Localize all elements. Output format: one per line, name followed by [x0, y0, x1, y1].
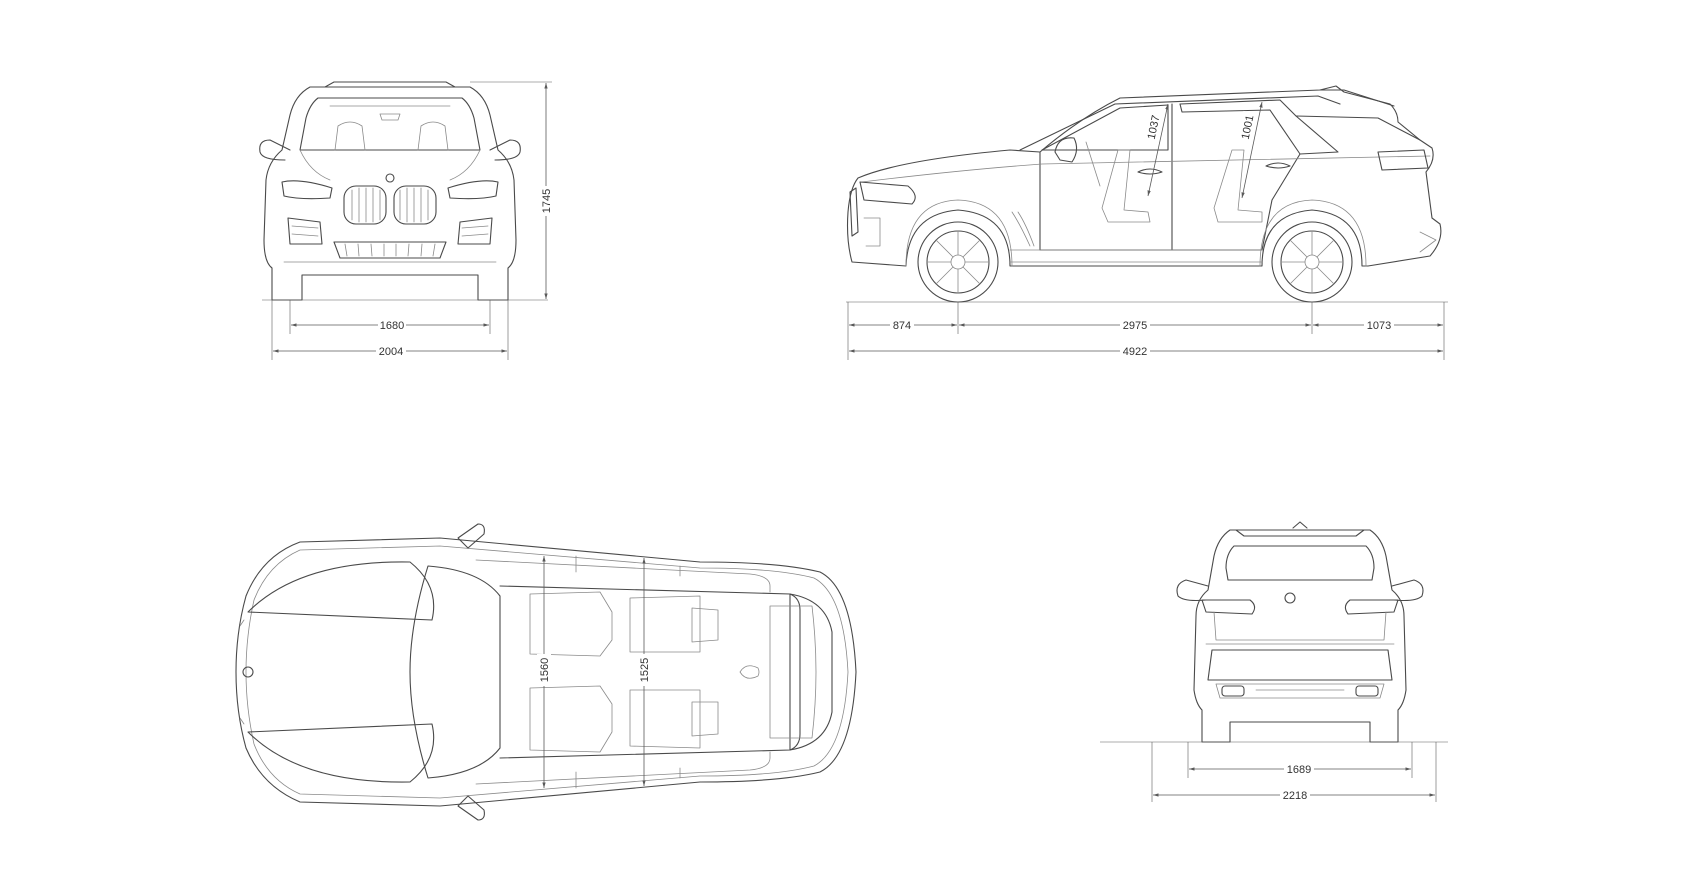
front-view: 1680 2004 1745: [259, 81, 553, 360]
side-view: 1037 1001 874 2975 1073 4922: [846, 85, 1448, 360]
front-headroom-label: 1037: [1146, 114, 1163, 140]
rear-view: 1689 2218: [1100, 521, 1448, 802]
rear-width-mirrors-label: 2218: [1283, 790, 1307, 802]
front-shoulder-width-label: 1560: [539, 658, 551, 682]
front-overhang-label: 874: [893, 320, 911, 332]
rear-overhang-label: 1073: [1367, 320, 1391, 332]
rear-headroom-label: 1001: [1240, 114, 1257, 140]
top-view: 1560 1525: [235, 523, 857, 821]
wheelbase-label: 2975: [1123, 320, 1147, 332]
rear-track-width-label: 1689: [1287, 764, 1311, 776]
rear-shoulder-width-label: 1525: [639, 658, 651, 682]
overall-height-label: 1745: [541, 189, 553, 213]
front-track-width-label: 1680: [380, 320, 404, 332]
front-overall-width-label: 2004: [379, 346, 403, 358]
overall-length-label: 4922: [1123, 346, 1147, 358]
